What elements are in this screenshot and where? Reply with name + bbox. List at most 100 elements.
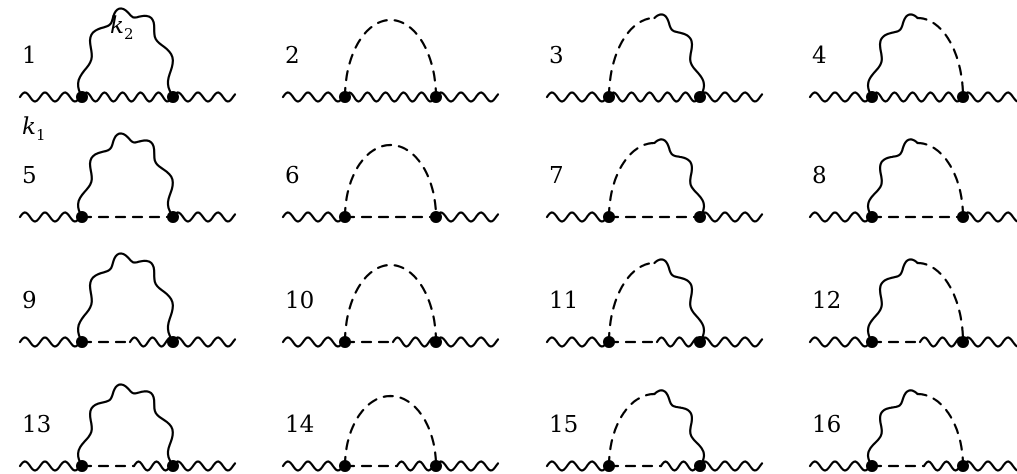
diagram-2-number: 2 <box>285 43 300 69</box>
diagram-14-right-leg <box>434 460 500 472</box>
diagram-14-vertex-left <box>339 460 351 472</box>
diagram-1-bottom-propagator <box>80 91 175 103</box>
diagram-9-number: 9 <box>22 288 37 314</box>
diagram-8-vertex-left <box>866 211 878 223</box>
diagram-3-vertex-right <box>694 91 706 103</box>
diagram-12-arc-dashed <box>916 261 965 344</box>
diagram-3-number: 3 <box>549 43 564 69</box>
diagram-4-right-leg <box>961 91 1017 103</box>
diagram-15-number: 15 <box>549 412 578 438</box>
diagram-5-vertex-right <box>167 211 179 223</box>
diagram-4-arc-dashed <box>916 16 965 99</box>
diagram-11-number: 11 <box>549 288 578 314</box>
diagram-10-left-leg <box>281 336 347 348</box>
diagram-4-number: 4 <box>812 43 827 69</box>
diagram-15-arc-dashed <box>607 392 656 468</box>
diagram-6-right-leg <box>434 211 500 223</box>
diagram-3-arc-wavy <box>653 13 706 99</box>
diagram-11-vertex-left <box>603 336 615 348</box>
diagram-1-number: 1 <box>22 43 37 69</box>
diagram-5-vertex-left <box>76 211 88 223</box>
diagram-4-left-leg <box>808 91 874 103</box>
diagram-14-bottom-wavy <box>395 460 438 472</box>
diagram-3-arc-dashed <box>607 16 656 99</box>
diagram-3-bottom-propagator <box>607 91 702 103</box>
diagram-14-vertex-right <box>430 460 442 472</box>
diagram-12-arc-wavy <box>866 258 919 344</box>
diagram-10-vertex-right <box>430 336 442 348</box>
diagram-13-right-leg <box>171 460 237 472</box>
diagram-5-left-leg <box>18 211 84 223</box>
diagram-8-right-leg <box>961 211 1017 223</box>
diagram-5-arc-wavy <box>77 132 175 219</box>
diagram-11-arc-dashed <box>607 261 656 344</box>
diagram-7-vertex-left <box>603 211 615 223</box>
diagram-11-arc-wavy <box>653 258 706 344</box>
diagram-13-number: 13 <box>22 412 51 438</box>
diagram-9-vertex-left <box>76 336 88 348</box>
diagram-10-bottom-wavy <box>391 336 438 348</box>
diagram-9-arc-wavy <box>77 252 175 344</box>
diagram-9-right-leg <box>171 336 237 348</box>
diagram-6-left-leg <box>281 211 347 223</box>
diagram-7-arc-wavy <box>653 138 706 219</box>
diagram-16-arc-dashed <box>916 392 965 468</box>
diagram-12-vertex-left <box>866 336 878 348</box>
diagram-10-right-leg <box>434 336 500 348</box>
diagram-8-arc-wavy <box>866 138 919 219</box>
diagram-1-vertex-right <box>167 91 179 103</box>
diagram-15-left-leg <box>545 460 611 472</box>
diagram-9-bottom-wavy <box>128 336 175 348</box>
diagram-5-right-leg <box>171 211 237 223</box>
diagram-14-left-leg <box>281 460 347 472</box>
diagram-6-vertex-right <box>430 211 442 223</box>
diagram-3-right-leg <box>698 91 764 103</box>
diagram-11-vertex-right <box>694 336 706 348</box>
diagram-13-left-leg <box>18 460 84 472</box>
diagram-16-bottom-wavy <box>922 460 965 472</box>
diagram-4-arc-wavy <box>866 13 919 99</box>
diagram-11-left-leg <box>545 336 611 348</box>
diagram-16-right-leg <box>961 460 1017 472</box>
diagram-16-arc-wavy <box>866 389 919 468</box>
momentum-label-k1: k1 <box>22 114 45 144</box>
diagram-9-left-leg <box>18 336 84 348</box>
diagram-6-arc-dashed <box>343 143 438 219</box>
diagram-16-vertex-left <box>866 460 878 472</box>
diagram-2-vertex-left <box>339 91 351 103</box>
diagram-5-number: 5 <box>22 163 37 189</box>
diagram-10-number: 10 <box>285 288 314 314</box>
diagram-2-left-leg <box>281 91 347 103</box>
diagram-1-left-leg <box>18 91 84 103</box>
diagram-7-right-leg <box>698 211 764 223</box>
diagram-15-vertex-right <box>694 460 706 472</box>
diagram-13-arc-wavy <box>77 383 175 468</box>
diagram-2-right-leg <box>434 91 500 103</box>
diagram-12-number: 12 <box>812 288 841 314</box>
diagram-4-bottom-propagator <box>870 91 965 103</box>
diagram-1-right-leg <box>171 91 237 103</box>
diagram-10-vertex-left <box>339 336 351 348</box>
diagram-7-vertex-right <box>694 211 706 223</box>
diagram-16-vertex-right <box>957 460 969 472</box>
diagram-15-arc-wavy <box>653 389 706 468</box>
diagram-1-arc-wavy <box>77 7 175 99</box>
diagram-14-arc-dashed <box>343 394 438 468</box>
diagram-13-vertex-left <box>76 460 88 472</box>
diagram-12-vertex-right <box>957 336 969 348</box>
diagram-8-vertex-right <box>957 211 969 223</box>
diagram-15-right-leg <box>698 460 764 472</box>
diagram-12-right-leg <box>961 336 1017 348</box>
diagram-14-number: 14 <box>285 412 314 438</box>
diagram-2-vertex-right <box>430 91 442 103</box>
diagram-8-left-leg <box>808 211 874 223</box>
diagram-12-bottom-wavy <box>918 336 965 348</box>
diagram-11-right-leg <box>698 336 764 348</box>
diagram-13-vertex-right <box>167 460 179 472</box>
diagram-7-number: 7 <box>549 163 564 189</box>
diagram-6-number: 6 <box>285 163 300 189</box>
diagram-2-arc-dashed <box>343 18 438 99</box>
diagram-3-left-leg <box>545 91 611 103</box>
diagram-10-arc-dashed <box>343 263 438 344</box>
